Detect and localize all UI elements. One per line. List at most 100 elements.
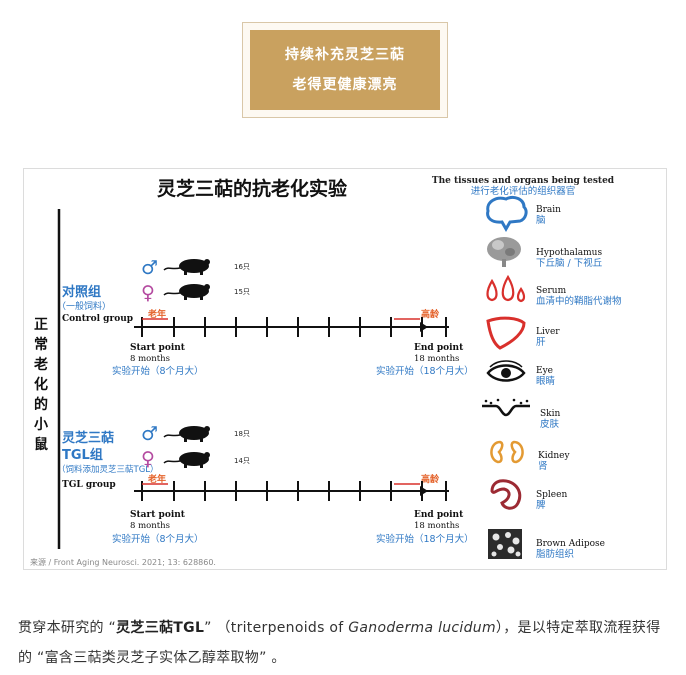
control-end-months: 18 months [414, 354, 459, 364]
organ-en: Serum [536, 286, 567, 296]
banner-line-1: 持续补充灵芝三萜 [285, 47, 405, 63]
female-symbol-icon: ♀ [141, 282, 155, 304]
organ-zh: 血清中的鞘脂代谢物 [536, 295, 622, 307]
control-male-count: 16只 [234, 263, 250, 271]
caption-part-1: 贯穿本研究的 “ [18, 620, 117, 636]
side-label-char: 化 [34, 376, 48, 393]
tgl-name-zh2: TGL组 [62, 447, 103, 463]
organ-brown-adipose: Brown Adipose 脂肪组织 [488, 529, 605, 560]
organ-eye: Eye 眼睛 [486, 360, 556, 387]
organ-serum: Serum 血清中的鞘脂代谢物 [486, 274, 622, 307]
hypothalamus-icon [487, 237, 521, 267]
tgl-end-zh: 实验开始（18个月大） [376, 533, 474, 545]
promo-banner-fill: 持续补充灵芝三萜 老得更健康漂亮 [250, 30, 440, 110]
side-label-char: 的 [34, 396, 48, 413]
female-symbol-icon: ♀ [141, 448, 155, 470]
banner-line-2: 老得更健康漂亮 [292, 77, 398, 93]
side-label-char: 常 [34, 336, 48, 353]
tgl-start-en: Start point [130, 510, 186, 520]
experiment-figure: 灵芝三萜的抗老化实验 The tissues and organs being … [23, 168, 667, 570]
organ-en: Kidney [538, 451, 570, 461]
eye-icon [486, 360, 526, 382]
brain-icon [486, 195, 528, 233]
organ-zh: 脂肪组织 [536, 548, 574, 560]
tgl-male-count: 18只 [234, 430, 250, 438]
organ-en: Brain [536, 205, 561, 215]
organ-brain: Brain 脑 [486, 195, 561, 233]
male-symbol-icon: ♂ [141, 257, 158, 279]
side-label-char: 小 [34, 417, 48, 433]
tgl-end-months: 18 months [414, 521, 459, 531]
organ-en: Spleen [536, 490, 567, 500]
control-end-label: 高龄 [421, 308, 440, 320]
figure-title: 灵芝三萜的抗老化实验 [157, 177, 348, 200]
tgl-female-count: 14只 [234, 457, 250, 465]
kidney-icon [490, 440, 524, 464]
organ-skin: Skin 皮肤 [482, 398, 560, 430]
control-name-en: Control group [62, 314, 133, 324]
spleen-icon [490, 479, 522, 510]
mouse-icon [163, 425, 211, 443]
mouse-icon [163, 451, 211, 469]
organ-en: Brown Adipose [536, 539, 605, 549]
organ-kidney: Kidney 肾 [490, 440, 570, 472]
control-start-zh: 实验开始（8个月大） [112, 365, 204, 377]
organ-zh: 眼睛 [536, 376, 556, 387]
liver-icon [486, 316, 526, 350]
mouse-icon [163, 283, 211, 301]
tgl-start-zh: 实验开始（8个月大） [112, 533, 204, 545]
male-symbol-icon: ♂ [141, 423, 158, 445]
tgl-name-en: TGL group [62, 480, 116, 490]
mouse-icon [163, 258, 211, 276]
side-label-char: 正 [34, 317, 48, 333]
organ-zh: 肝 [536, 337, 546, 348]
organ-en: Eye [536, 366, 553, 376]
control-end-zh: 实验开始（18个月大） [376, 365, 474, 377]
control-timeline [134, 317, 449, 337]
experiment-diagram: 灵芝三萜的抗老化实验 The tissues and organs being … [30, 176, 622, 567]
tgl-group: ♂ 18只 ♀ 14只 灵芝三萜 TGL组 （饲料添加灵芝三萜TGL） TGL … [57, 423, 474, 545]
control-start-en: Start point [130, 343, 186, 353]
tgl-timeline [134, 481, 449, 501]
organs-header-zh: 进行老化评估的组织器官 [471, 185, 576, 197]
source-citation: 来源 / Front Aging Neurosci. 2021; 13: 628… [30, 558, 216, 567]
organ-en: Hypothalamus [536, 248, 602, 258]
brown-adipose-icon [488, 529, 522, 559]
caption-bold-term: 灵芝三萜TGL [116, 620, 205, 636]
caption-species-name: Ganoderma lucidum [348, 620, 496, 636]
control-start-months: 8 months [130, 354, 170, 364]
control-female-count: 15只 [234, 288, 250, 296]
control-sub-zh: （一般饲料） [57, 300, 111, 312]
caption-part-2: ” （triterpenoids of [204, 620, 349, 636]
organ-en: Liver [536, 327, 560, 337]
control-end-en: End point [414, 343, 464, 353]
organ-zh: 脾 [536, 499, 546, 511]
control-name-zh: 对照组 [62, 284, 101, 300]
organ-zh: 脑 [536, 214, 546, 226]
skin-icon [482, 398, 530, 417]
side-label: 正 常 老 化 的 小 鼠 [34, 317, 48, 453]
tgl-sub-zh: （饲料添加灵芝三萜TGL） [57, 464, 159, 475]
organ-liver: Liver 肝 [486, 316, 560, 350]
organ-zh: 肾 [538, 461, 548, 472]
side-label-char: 老 [34, 356, 48, 373]
tgl-name-zh: 灵芝三萜 [62, 430, 114, 446]
organs-header-en: The tissues and organs being tested [432, 176, 615, 186]
organ-zh: 皮肤 [540, 418, 560, 430]
organ-en: Skin [540, 409, 560, 419]
promo-banner: 持续补充灵芝三萜 老得更健康漂亮 [242, 22, 448, 118]
tgl-old-label: 老年 [147, 473, 166, 485]
organ-spleen: Spleen 脾 [490, 479, 567, 511]
caption-part-3: ），是以特定萃取流程获得的 “富含三萜类灵芝子实体乙醇萃取物” 。 [18, 620, 661, 666]
tgl-start-months: 8 months [130, 521, 170, 531]
serum-drops-icon [486, 274, 526, 303]
organ-list: Brain 脑 Hypothalamus 下丘脑 / 下视丘 [482, 195, 622, 560]
control-group: ♂ 16只 ♀ 15只 对照组 （一般饲料） Control group 老年 … [57, 257, 474, 377]
organ-zh: 下丘脑 / 下视丘 [536, 257, 603, 269]
tgl-end-en: End point [414, 510, 464, 520]
organ-hypothalamus: Hypothalamus 下丘脑 / 下视丘 [487, 237, 603, 269]
control-old-label: 老年 [147, 308, 166, 320]
tgl-end-label: 高龄 [421, 473, 440, 485]
caption-paragraph: 贯穿本研究的 “灵芝三萜TGL” （triterpenoids of Ganod… [18, 613, 673, 673]
side-label-char: 鼠 [34, 436, 48, 453]
